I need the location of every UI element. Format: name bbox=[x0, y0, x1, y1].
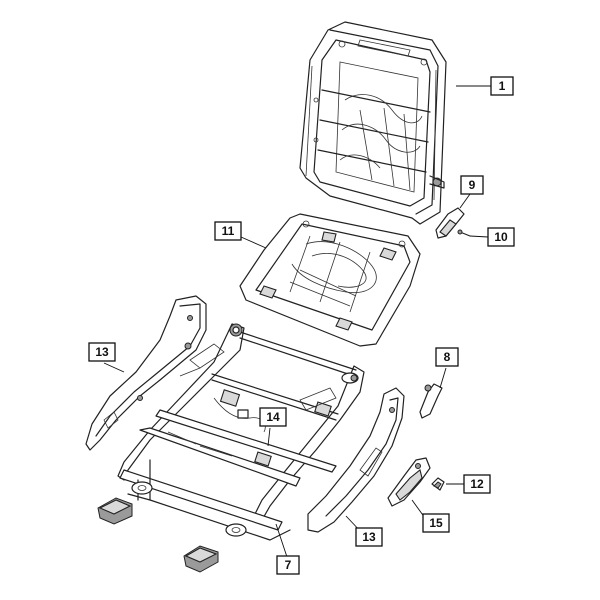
callout-11: 11 bbox=[214, 221, 242, 241]
callout-13-right: 13 bbox=[355, 527, 383, 547]
callout-14: 14 bbox=[259, 407, 287, 427]
callout-13-left: 13 bbox=[88, 342, 116, 362]
screw bbox=[457, 229, 471, 237]
callout-11-label: 11 bbox=[222, 224, 235, 238]
adjuster-switch bbox=[387, 457, 431, 507]
callout-1-label: 1 bbox=[499, 79, 506, 93]
track-end-cap-left bbox=[97, 497, 133, 525]
callout-13-right-label: 13 bbox=[362, 530, 376, 544]
callout-10: 10 bbox=[487, 227, 515, 247]
callout-1: 1 bbox=[490, 76, 514, 96]
switch-knob bbox=[431, 477, 445, 491]
callout-8: 8 bbox=[435, 347, 459, 367]
callout-7: 7 bbox=[276, 555, 300, 575]
track-end-cap-right bbox=[183, 545, 219, 573]
seat-adjust-lever bbox=[419, 383, 443, 419]
callout-9-label: 9 bbox=[469, 178, 476, 192]
callout-7-label: 7 bbox=[285, 558, 292, 572]
left-side-shield bbox=[85, 295, 207, 451]
callout-9: 9 bbox=[460, 175, 484, 195]
right-side-shield bbox=[307, 387, 405, 533]
callout-15-label: 15 bbox=[429, 516, 443, 530]
callout-8-label: 8 bbox=[444, 350, 451, 364]
seat-cushion-pan bbox=[239, 213, 421, 347]
callout-13-left-label: 13 bbox=[95, 345, 109, 359]
callout-10-label: 10 bbox=[494, 230, 508, 244]
seat-back-frame bbox=[299, 21, 447, 225]
callout-12: 12 bbox=[463, 474, 491, 494]
callout-15: 15 bbox=[422, 513, 450, 533]
recliner-lever bbox=[435, 207, 465, 239]
callout-14-label: 14 bbox=[266, 410, 280, 424]
callout-12-label: 12 bbox=[470, 477, 484, 491]
